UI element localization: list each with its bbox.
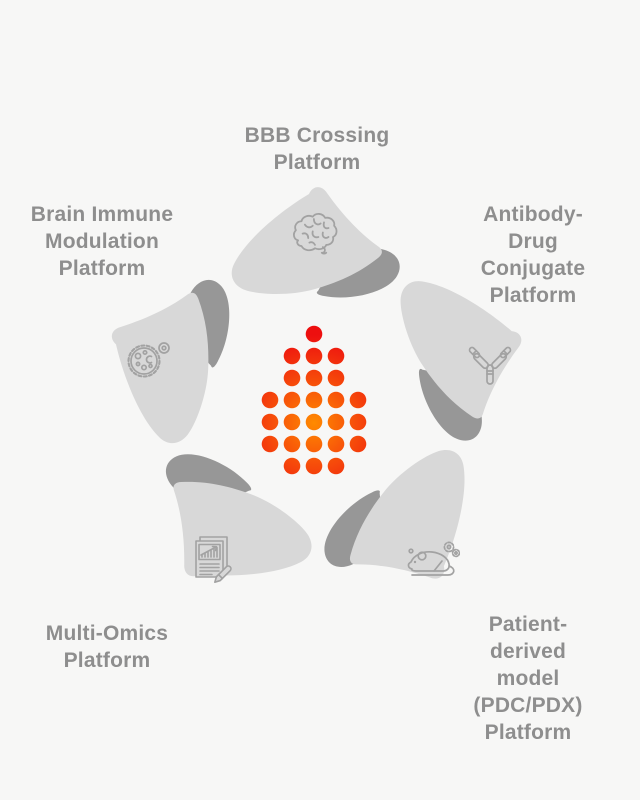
platform-label-antibody-drug-conjugate: Antibody-Drug Conjugate Platform bbox=[480, 203, 586, 307]
dot bbox=[305, 457, 323, 475]
dot bbox=[305, 369, 323, 387]
dot bbox=[349, 435, 367, 453]
platform-label-patient-derived-model: Patient-derived model (PDC/PDX) Platform bbox=[473, 613, 583, 744]
dot bbox=[327, 457, 345, 475]
dot bbox=[261, 435, 279, 453]
dot bbox=[305, 413, 323, 431]
dot bbox=[283, 413, 301, 431]
dot bbox=[305, 347, 323, 365]
dot bbox=[283, 435, 301, 453]
dot bbox=[327, 413, 345, 431]
dot bbox=[261, 413, 279, 431]
brain-icon bbox=[293, 213, 338, 255]
platform-label-bbb-crossing: BBB Crossing Platform bbox=[244, 124, 390, 174]
immune-cell-icon bbox=[127, 342, 170, 378]
platform-label-brain-immune-modulation: Brain Immune Modulation Platform bbox=[30, 203, 174, 280]
dot bbox=[283, 369, 301, 387]
dot bbox=[305, 325, 323, 343]
dot bbox=[327, 347, 345, 365]
dot bbox=[327, 435, 345, 453]
dot bbox=[283, 347, 301, 365]
dot bbox=[327, 369, 345, 387]
antibody-icon bbox=[468, 346, 512, 385]
document-chart-icon bbox=[195, 536, 232, 583]
dot bbox=[283, 391, 301, 409]
platform-label-multi-omics: Multi-Omics Platform bbox=[45, 622, 169, 672]
dot bbox=[349, 413, 367, 431]
mouse-icon bbox=[407, 541, 460, 576]
dot bbox=[327, 391, 345, 409]
dot bbox=[261, 391, 279, 409]
dot bbox=[305, 391, 323, 409]
dots-cluster bbox=[261, 325, 367, 475]
dot bbox=[349, 391, 367, 409]
dot bbox=[305, 435, 323, 453]
dot bbox=[283, 457, 301, 475]
